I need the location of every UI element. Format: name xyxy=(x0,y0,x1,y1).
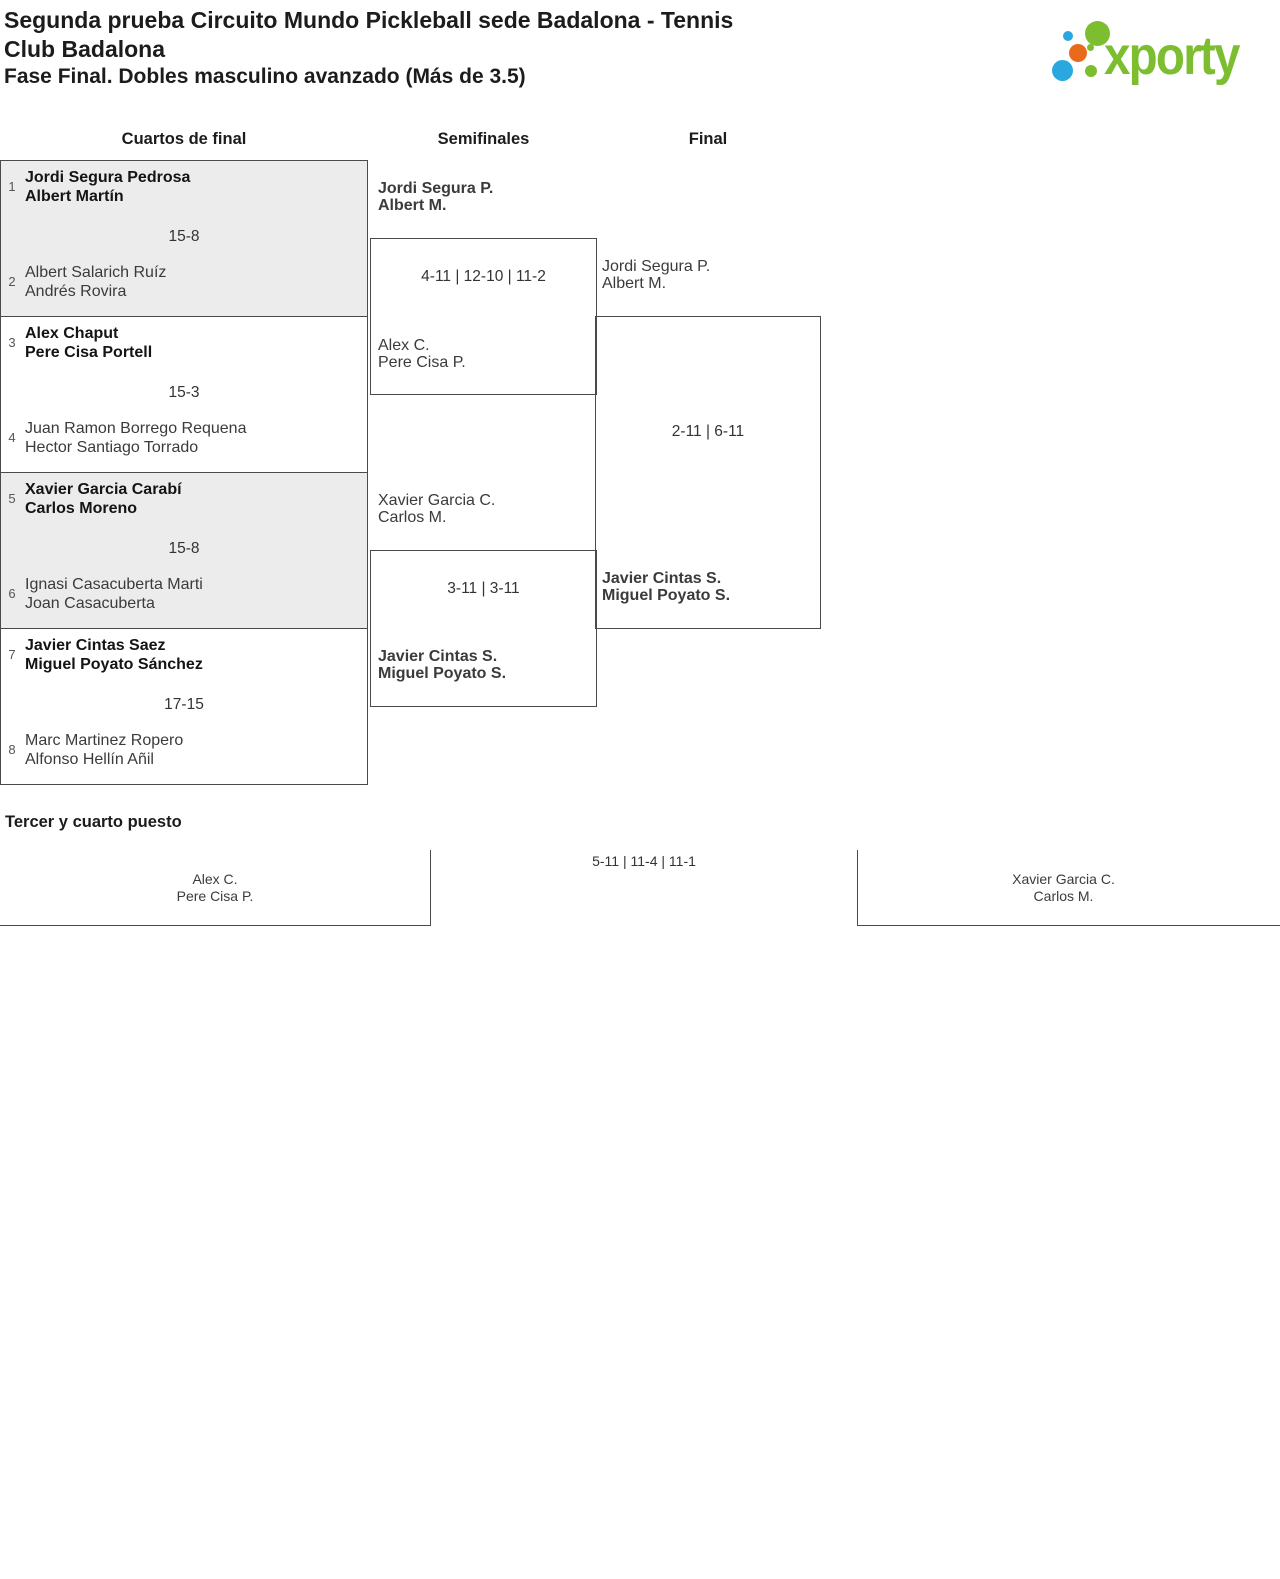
player-name: Javier Cintas S. xyxy=(602,570,722,587)
third-place-right-riser-line xyxy=(857,850,858,925)
final-match-box xyxy=(595,316,821,629)
player-name: Carlos M. xyxy=(1033,888,1094,904)
player-name: Javier Cintas S. xyxy=(378,648,498,665)
player-name: Pere Cisa P. xyxy=(176,888,254,904)
team-name: Xavier Garcia C. Carlos M. xyxy=(857,871,1270,905)
logo-dot-green-large-icon xyxy=(1085,21,1110,46)
round-header-cuartos: Cuartos de final xyxy=(121,130,247,148)
team-name: Alex Chaput Pere Cisa Portell xyxy=(25,324,152,362)
qf-match-4: 7 Javier Cintas Saez Miguel Poyato Sánch… xyxy=(0,628,368,785)
xporty-logo-text: xporty xyxy=(1104,26,1240,86)
player-name: Xavier Garcia C. xyxy=(378,492,496,509)
round-header-final: Final xyxy=(688,130,728,148)
match-score: 2-11 | 6-11 xyxy=(671,423,745,440)
team-name: Javier Cintas S. Miguel Poyato S. xyxy=(602,570,730,604)
page-subtitle: Fase Final. Dobles masculino avanzado (M… xyxy=(4,65,526,88)
match-score: 15-8 xyxy=(168,228,200,245)
player-name: Albert M. xyxy=(602,275,667,292)
page-title-line2: Club Badalona xyxy=(4,36,166,62)
team-name: Javier Cintas S. Miguel Poyato S. xyxy=(378,648,506,682)
team-name: Ignasi Casacuberta Marti Joan Casacubert… xyxy=(25,575,203,613)
match-score: 15-8 xyxy=(168,540,200,557)
third-place-left-base-line xyxy=(0,925,431,926)
third-place-left-riser-line xyxy=(430,850,431,925)
player-name: Jordi Segura P. xyxy=(378,180,494,197)
team-name: Xavier Garcia Carabí Carlos Moreno xyxy=(25,480,182,518)
team-name: Alex C. Pere Cisa P. xyxy=(0,871,430,905)
match-score: 3-11 | 3-11 xyxy=(447,580,520,597)
team-name: Javier Cintas Saez Miguel Poyato Sánchez xyxy=(25,636,203,674)
player-name: Xavier Garcia C. xyxy=(1012,871,1115,887)
team-name: Juan Ramon Borrego Requena Hector Santia… xyxy=(25,419,246,457)
player-name: Alex C. xyxy=(192,871,238,887)
player-name: Joan Casacuberta xyxy=(25,595,155,612)
player-name: Pere Cisa P. xyxy=(378,354,466,371)
page-title: Segunda prueba Circuito Mundo Pickleball… xyxy=(4,6,733,64)
player-name: Carlos Moreno xyxy=(25,500,138,517)
logo-dot-blue-small-icon xyxy=(1063,31,1073,41)
xporty-logo[interactable]: xporty xyxy=(1050,8,1275,100)
third-place-right-base-line xyxy=(857,925,1280,926)
player-name: Xavier Garcia Carabí xyxy=(25,481,182,498)
team-name: Jordi Segura P. Albert M. xyxy=(378,180,493,214)
seed-number: 8 xyxy=(8,742,16,757)
player-name: Carlos M. xyxy=(378,509,447,526)
player-name: Hector Santiago Torrado xyxy=(25,439,199,456)
logo-dot-orange-icon xyxy=(1069,44,1087,62)
logo-dot-green-small-icon xyxy=(1085,65,1097,77)
team-name: Jordi Segura P. Albert M. xyxy=(602,258,710,292)
team-name: Albert Salarich Ruíz Andrés Rovira xyxy=(25,263,166,301)
seed-number: 1 xyxy=(8,179,16,194)
qf-match-1: 1 Jordi Segura Pedrosa Albert Martín 15-… xyxy=(0,160,368,317)
player-name: Marc Martinez Ropero xyxy=(25,732,184,749)
player-name: Miguel Poyato Sánchez xyxy=(25,656,203,673)
seed-number: 6 xyxy=(8,586,16,601)
player-name: Alex Chaput xyxy=(25,325,119,342)
team-name: Jordi Segura Pedrosa Albert Martín xyxy=(25,168,190,206)
match-score: 15-3 xyxy=(168,384,200,401)
player-name: Albert Martín xyxy=(25,188,124,205)
player-name: Alfonso Hellín Añil xyxy=(25,751,154,768)
seed-number: 7 xyxy=(8,647,16,662)
team-name: Xavier Garcia C. Carlos M. xyxy=(378,492,495,526)
player-name: Alex C. xyxy=(378,337,430,354)
seed-number: 2 xyxy=(8,274,16,289)
third-place-heading: Tercer y cuarto puesto xyxy=(5,813,182,831)
page-title-line1: Segunda prueba Circuito Mundo Pickleball… xyxy=(4,7,734,33)
player-name: Andrés Rovira xyxy=(25,283,127,300)
seed-number: 4 xyxy=(8,430,16,445)
seed-number: 5 xyxy=(8,491,16,506)
logo-dot-green-tiny-icon xyxy=(1087,44,1094,51)
player-name: Jordi Segura P. xyxy=(602,258,711,275)
player-name: Miguel Poyato S. xyxy=(378,665,507,682)
qf-match-2: 3 Alex Chaput Pere Cisa Portell 15-3 4 J… xyxy=(0,316,368,473)
round-header-semifinales: Semifinales xyxy=(437,130,530,148)
match-score: 5-11 | 11-4 | 11-1 xyxy=(592,853,696,869)
logo-dot-blue-large-icon xyxy=(1052,60,1073,81)
player-name: Albert M. xyxy=(378,197,447,214)
player-name: Ignasi Casacuberta Marti xyxy=(25,576,203,593)
player-name: Pere Cisa Portell xyxy=(25,344,153,361)
sf-match-1-box xyxy=(370,238,597,395)
match-score: 17-15 xyxy=(164,696,204,713)
match-score: 4-11 | 12-10 | 11-2 xyxy=(421,268,546,285)
team-name: Alex C. Pere Cisa P. xyxy=(378,337,466,371)
sf-match-2-box xyxy=(370,550,597,707)
qf-match-3: 5 Xavier Garcia Carabí Carlos Moreno 15-… xyxy=(0,472,368,629)
player-name: Jordi Segura Pedrosa xyxy=(25,169,191,186)
player-name: Albert Salarich Ruíz xyxy=(25,264,167,281)
seed-number: 3 xyxy=(8,335,16,350)
player-name: Javier Cintas Saez xyxy=(25,637,166,654)
player-name: Juan Ramon Borrego Requena xyxy=(25,420,247,437)
player-name: Miguel Poyato S. xyxy=(602,587,731,604)
team-name: Marc Martinez Ropero Alfonso Hellín Añil xyxy=(25,731,183,769)
